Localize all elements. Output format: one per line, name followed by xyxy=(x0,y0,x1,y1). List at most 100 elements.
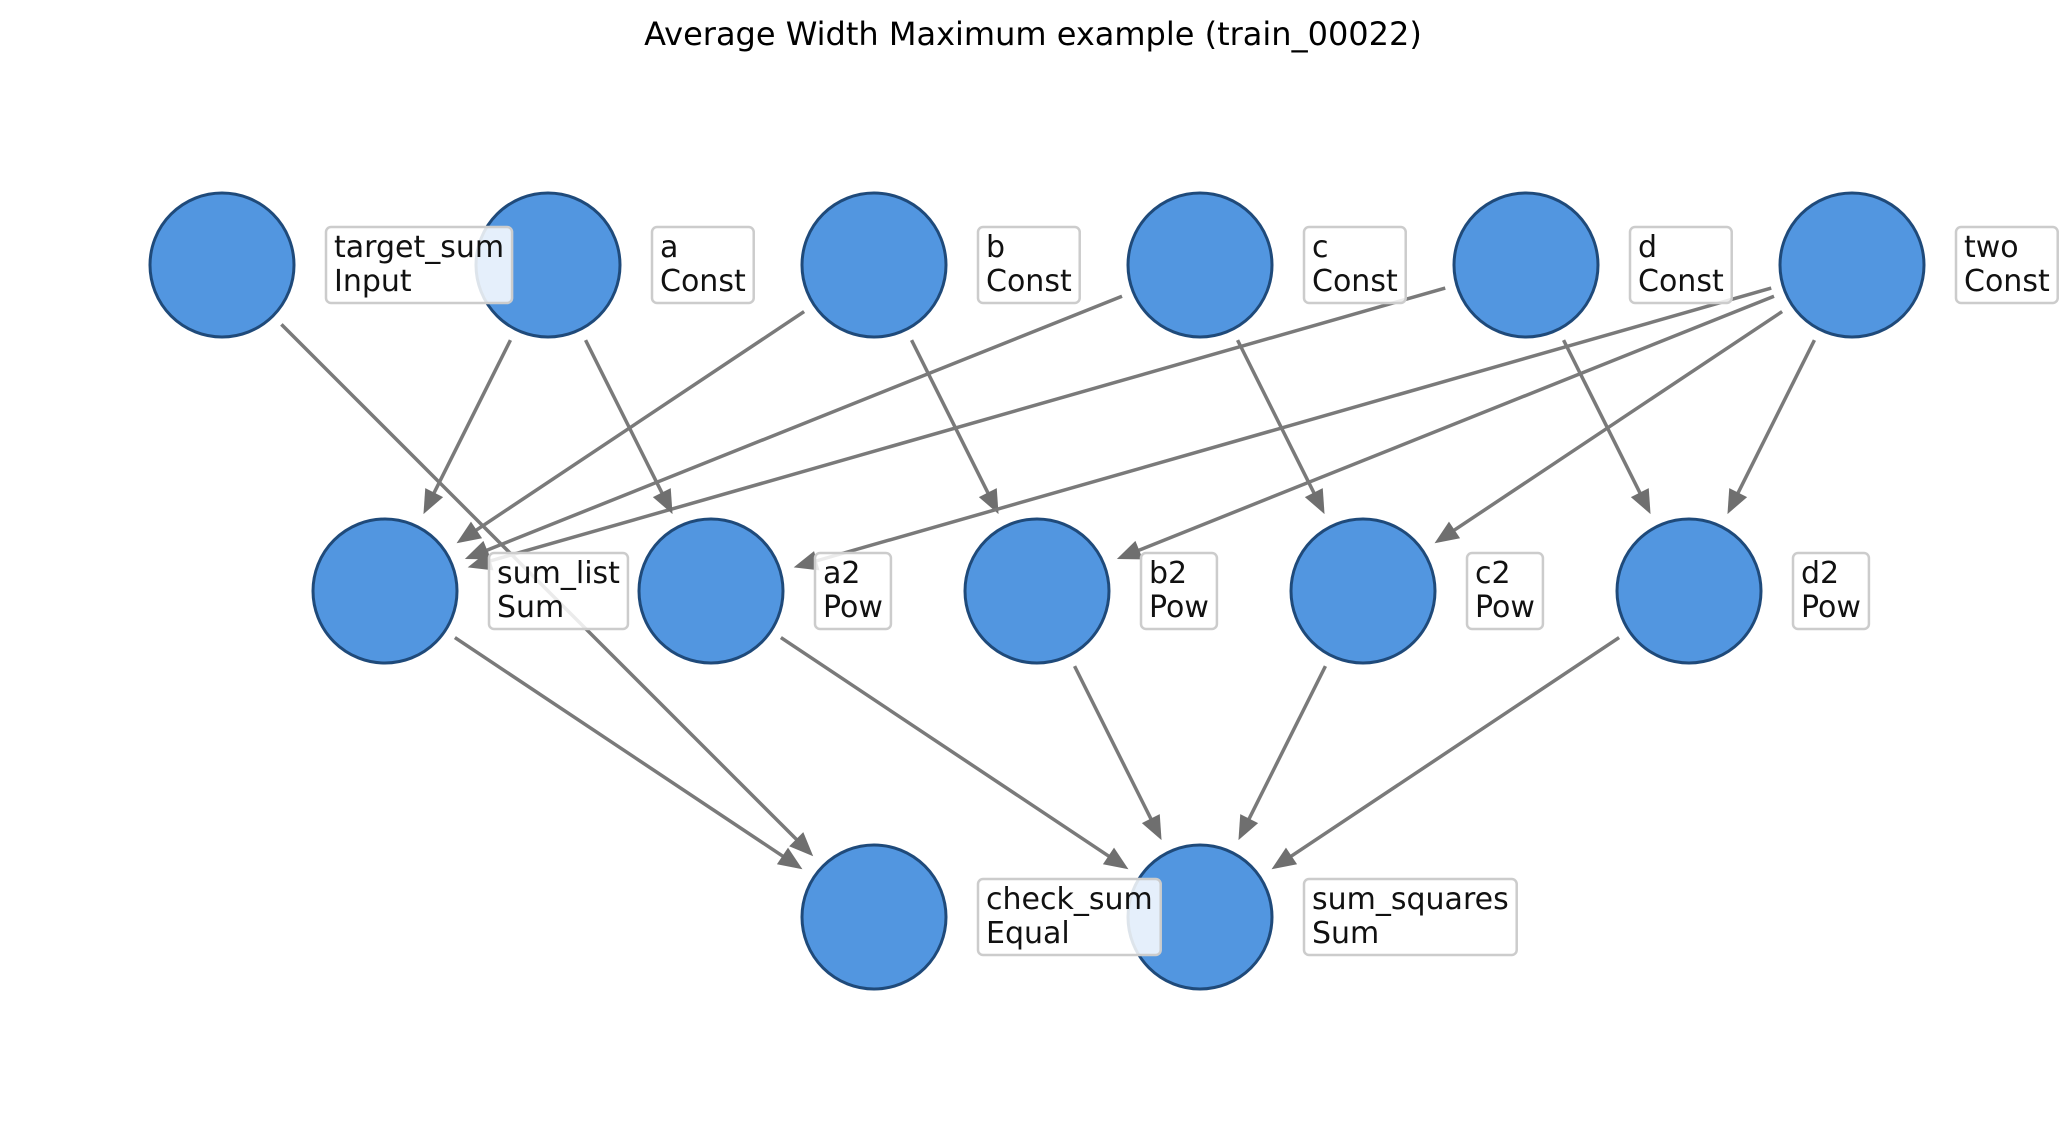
arrow-head xyxy=(793,551,820,571)
label-box xyxy=(650,225,755,305)
node-d[interactable] xyxy=(1452,191,1600,339)
node-op-label: Const xyxy=(986,264,1072,299)
node-op-label: Const xyxy=(660,264,746,299)
edge-line xyxy=(1562,339,1644,497)
node-target_sum[interactable] xyxy=(148,191,296,339)
edge-line xyxy=(1073,665,1155,823)
edge-line xyxy=(584,339,666,497)
label-box xyxy=(1628,225,1733,305)
node-d2[interactable] xyxy=(1615,517,1763,665)
edge-d2-to-sum_squares xyxy=(1271,636,1621,870)
node-b2[interactable] xyxy=(963,517,1111,665)
node-op-label: Const xyxy=(1964,264,2050,299)
label-box xyxy=(976,877,1162,957)
node-op-label: Sum xyxy=(1312,916,1379,951)
edge-line xyxy=(910,339,992,497)
arrow-head xyxy=(1304,488,1325,515)
node-op-label: Pow xyxy=(823,590,883,625)
figure-title: Average Width Maximum example (train_000… xyxy=(644,15,1422,53)
node-op-label: Input xyxy=(334,264,412,299)
arrow-head xyxy=(467,551,494,571)
node-name-label: c xyxy=(1312,230,1329,265)
label-box xyxy=(1465,551,1545,631)
edge-line xyxy=(430,339,512,497)
arrow-head xyxy=(1238,814,1259,841)
edge-two-to-d2 xyxy=(1727,339,1816,515)
node-name-label: b xyxy=(986,230,1005,265)
edge-c2-to-sum_squares xyxy=(1238,665,1327,841)
edge-line xyxy=(1450,310,1784,534)
edge-line xyxy=(486,286,1446,564)
node-name-label: two xyxy=(1964,230,2019,265)
edge-line xyxy=(812,286,1772,564)
node-c2[interactable] xyxy=(1289,517,1437,665)
node-name-label: c2 xyxy=(1475,556,1511,591)
node-op-label: Const xyxy=(1638,264,1724,299)
arrow-head xyxy=(776,847,803,870)
arrow-head xyxy=(1271,847,1298,870)
edge-line xyxy=(779,636,1113,860)
label-box xyxy=(487,551,630,631)
edge-line xyxy=(1236,339,1318,497)
node-op-label: Pow xyxy=(1149,590,1209,625)
edge-d-to-d2 xyxy=(1562,339,1651,515)
node-b[interactable] xyxy=(800,191,948,339)
edge-b-to-sum_list xyxy=(456,310,806,544)
edge-line xyxy=(1245,665,1327,823)
edges-layer xyxy=(280,286,1816,870)
node-two[interactable] xyxy=(1778,191,1926,339)
node-name-label: target_sum xyxy=(334,230,504,265)
label-box xyxy=(1139,551,1219,631)
node-op-label: Pow xyxy=(1801,590,1861,625)
node-op-label: Const xyxy=(1312,264,1398,299)
arrow-head xyxy=(652,488,673,515)
node-op-label: Equal xyxy=(986,916,1070,951)
arrow-head xyxy=(1141,814,1162,841)
node-name-label: a2 xyxy=(823,556,860,591)
label-box xyxy=(1791,551,1871,631)
node-c[interactable] xyxy=(1126,191,1274,339)
edge-two-to-c2 xyxy=(1434,310,1784,544)
edge-line xyxy=(1287,636,1621,860)
node-sum_list[interactable] xyxy=(311,517,459,665)
edge-line xyxy=(472,310,806,534)
node-name-label: d xyxy=(1638,230,1657,265)
nodes-layer xyxy=(148,191,1926,991)
arrow-head xyxy=(1630,488,1651,515)
node-a2[interactable] xyxy=(637,517,785,665)
label-box xyxy=(1302,877,1518,957)
node-name-label: sum_list xyxy=(497,556,620,591)
arrow-head xyxy=(789,832,814,857)
edge-b-to-b2 xyxy=(910,339,999,515)
edge-two-to-b2 xyxy=(1116,294,1775,560)
edge-b2-to-sum_squares xyxy=(1073,665,1162,841)
label-box xyxy=(1302,225,1407,305)
node-name-label: sum_squares xyxy=(1312,882,1509,917)
arrow-head xyxy=(456,521,483,544)
node-name-label: b2 xyxy=(1149,556,1187,591)
label-box xyxy=(324,225,514,305)
node-check_sum[interactable] xyxy=(800,843,948,991)
label-box xyxy=(813,551,893,631)
node-op-label: Pow xyxy=(1475,590,1535,625)
edge-sum_list-to-check_sum xyxy=(453,636,803,870)
arrow-head xyxy=(978,488,999,515)
arrow-head xyxy=(1727,488,1748,515)
arrow-head xyxy=(1102,847,1129,870)
node-name-label: d2 xyxy=(1801,556,1839,591)
edge-line xyxy=(1734,339,1816,497)
arrow-head xyxy=(1116,540,1143,560)
edge-a-to-a2 xyxy=(584,339,673,515)
arrow-head xyxy=(1434,521,1461,544)
